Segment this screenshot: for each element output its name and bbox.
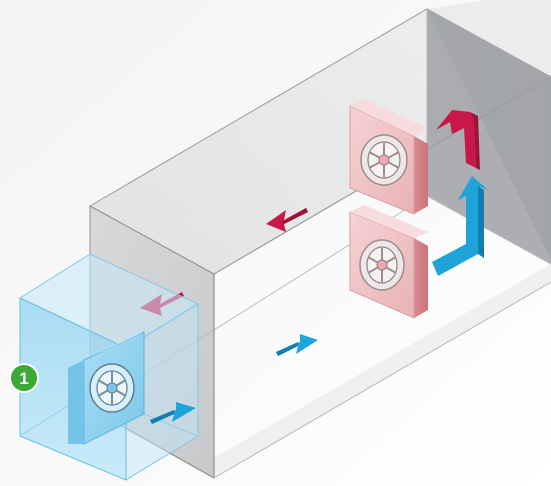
duct-far-side bbox=[427, 9, 551, 264]
fan-icon bbox=[89, 363, 135, 413]
cool-air-arrow bbox=[150, 402, 196, 424]
callout-badge-1[interactable]: 1 bbox=[9, 363, 39, 393]
inlet-module bbox=[18, 253, 200, 481]
cool-air-arrow bbox=[276, 334, 318, 356]
exhaust-fan-unit-upper bbox=[349, 99, 428, 215]
warm-air-arrow bbox=[436, 110, 480, 170]
cool-air-arrow bbox=[432, 176, 488, 276]
warm-air-arrow bbox=[266, 208, 308, 232]
intake-fan-unit bbox=[68, 331, 145, 445]
duct-top-face bbox=[90, 0, 551, 205]
duct-bottom-face bbox=[214, 264, 551, 478]
supply-fan-unit-lower bbox=[349, 205, 428, 319]
fan-icon bbox=[359, 239, 405, 291]
fan-icon bbox=[360, 134, 408, 186]
callout-label: 1 bbox=[19, 369, 28, 388]
